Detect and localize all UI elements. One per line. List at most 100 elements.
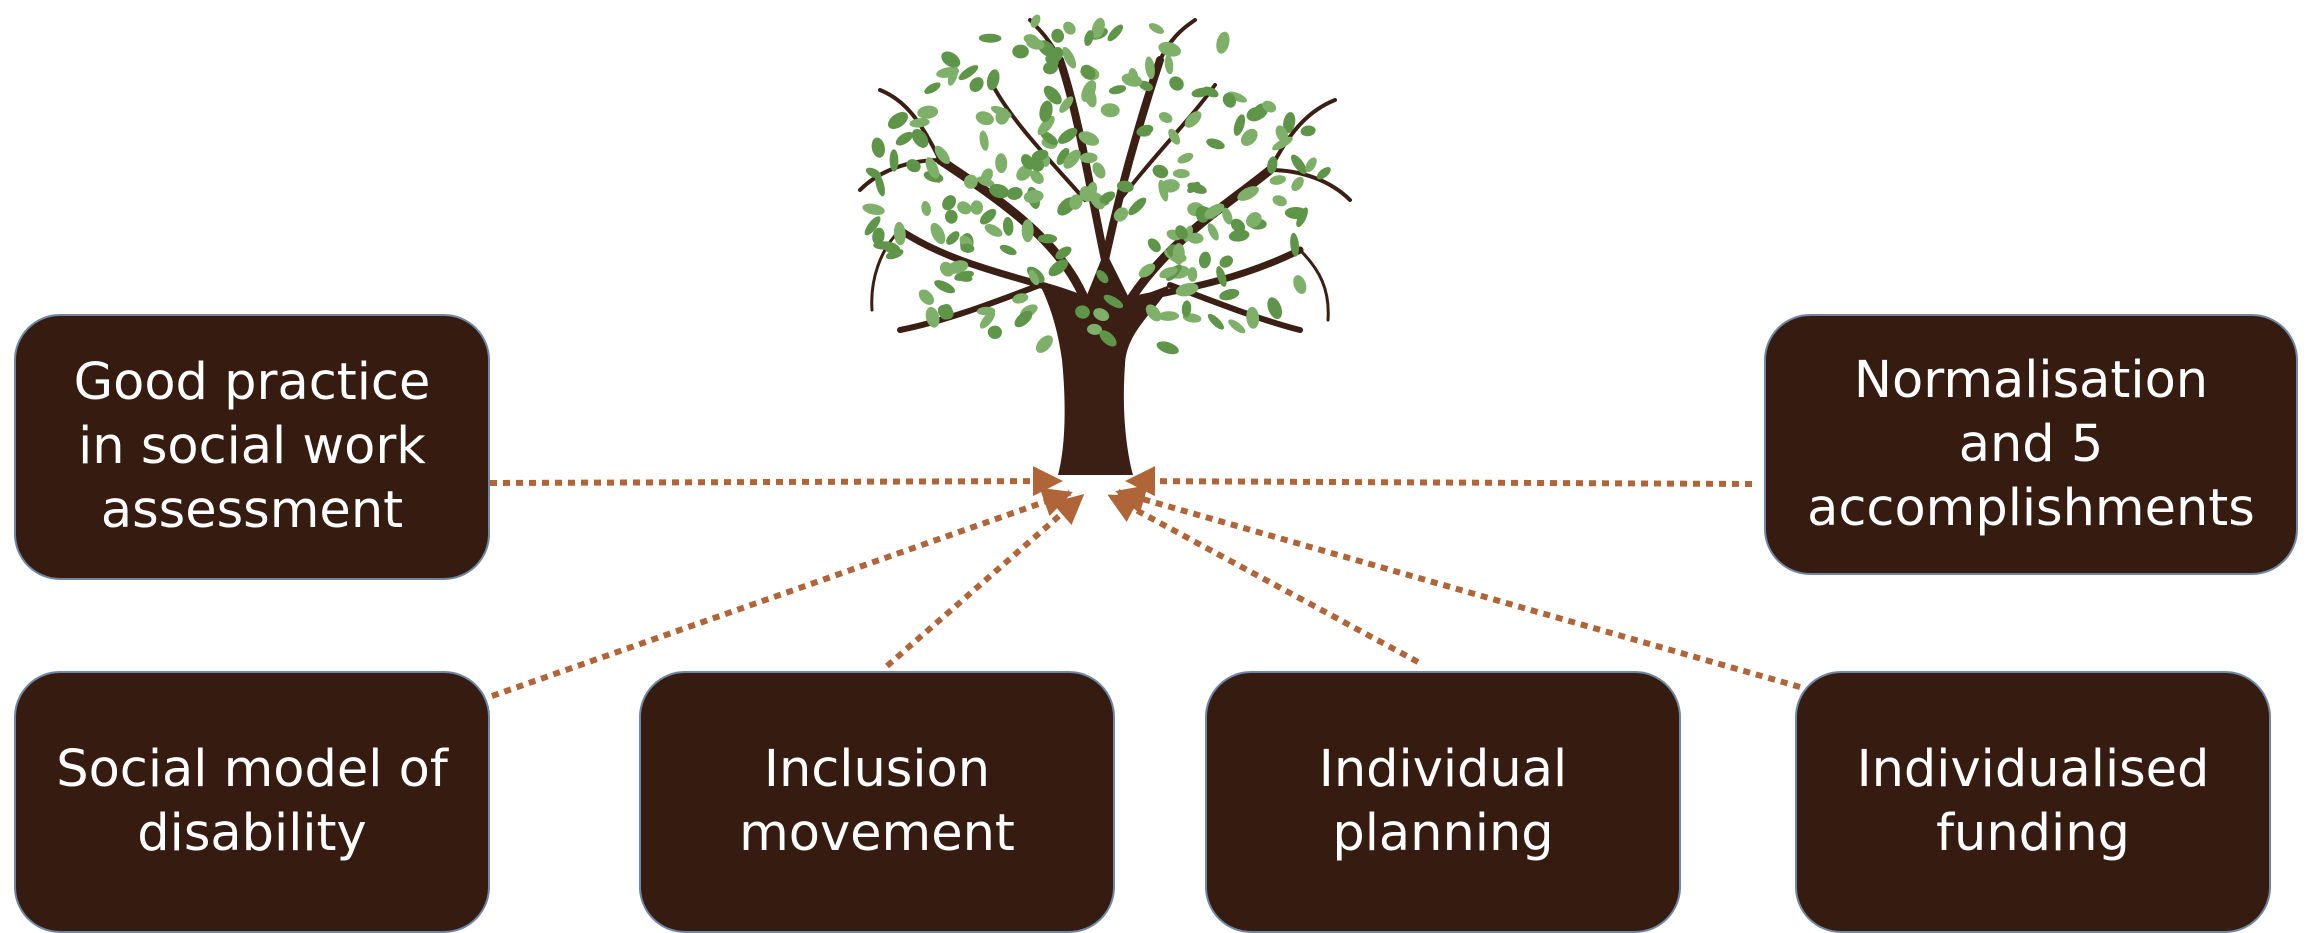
tree-branch [1125, 165, 1275, 305]
tree-leaf [1206, 138, 1225, 150]
connector-normalisation [1125, 466, 1753, 497]
tree-leaf [1216, 31, 1230, 54]
tree-leaf [1037, 115, 1055, 136]
tree-branch [1158, 18, 1197, 62]
tree-leaf [1246, 212, 1262, 228]
tree-leaf [1269, 175, 1286, 185]
tree-leaf [937, 304, 954, 320]
tree-leaf [1195, 205, 1210, 223]
tree-leaf [1021, 219, 1034, 243]
tree-leaf [1147, 238, 1161, 253]
tree-leaf [1207, 313, 1224, 330]
tree-leaf [1291, 176, 1304, 192]
tree-leaf [1037, 233, 1058, 244]
tree-leaf [911, 128, 929, 148]
tree-leaf [944, 209, 958, 224]
tree-leaf [960, 243, 975, 253]
tree-leaf [1296, 207, 1308, 228]
tree-leaf [1246, 306, 1260, 329]
node-social-model-label: Social model of disability [56, 740, 448, 863]
tree-leaf [1191, 87, 1211, 98]
tree-leaf [921, 200, 931, 217]
tree-leaf [924, 82, 941, 94]
tree-leaf [1175, 282, 1199, 297]
tree-leaf [871, 137, 885, 158]
tree-leaf [1014, 310, 1033, 328]
tree-leaf [1136, 124, 1154, 137]
connectors [489, 466, 1801, 699]
tree-leaf [1080, 64, 1096, 80]
tree-branch [878, 88, 942, 162]
node-normalisation-label: Normalisation and 5 accomplishments [1807, 350, 2255, 538]
tree-leaf [1291, 154, 1307, 175]
tree-leaf [963, 174, 978, 189]
tree-leaf [1128, 68, 1139, 84]
tree-leaf [925, 157, 940, 179]
tree-leaf [1138, 80, 1153, 92]
tree-leaf [1063, 21, 1076, 35]
tree-leaf [981, 168, 993, 183]
tree-leaf [1148, 23, 1164, 34]
tree-leaf [1159, 266, 1178, 279]
connector-good-practice [489, 466, 1063, 497]
tree-leaf [970, 200, 984, 215]
tree-leaf [1267, 156, 1278, 174]
tree-leaf [1275, 125, 1289, 143]
tree-leaf [1228, 319, 1246, 334]
tree-leaf [930, 222, 946, 245]
tree-leaf [1091, 17, 1105, 39]
tree-leaf [918, 289, 935, 305]
tree-leaf [1107, 24, 1124, 42]
connector-inclusion [885, 493, 1085, 669]
tree-leaf [1181, 300, 1192, 318]
tree-leaf [1021, 154, 1035, 170]
tree-leaf [979, 130, 989, 151]
tree-leaf [1030, 14, 1041, 28]
tree-branch [988, 78, 1087, 202]
tree-leaf [1080, 152, 1098, 164]
tree-leaf [1075, 305, 1090, 319]
tree-leaf [1158, 41, 1182, 57]
tree-leaf [1030, 170, 1044, 184]
tree-branch [1268, 168, 1352, 202]
tree-leaf [1078, 131, 1100, 146]
tree-leaf [969, 77, 984, 93]
tree-leaf [1157, 311, 1180, 321]
tree-leaf [1272, 136, 1293, 151]
tree-leaf [1169, 76, 1184, 91]
tree-branch [1101, 56, 1164, 264]
tree-leaf [1062, 46, 1077, 69]
tree-leaf [1051, 28, 1065, 43]
tree-leaf [906, 159, 921, 173]
tree-leaf [934, 145, 950, 165]
tree-leaf [889, 149, 899, 172]
tree-leaf [1145, 304, 1162, 322]
tree-leaf [1187, 182, 1207, 194]
tree-leaf [1055, 246, 1072, 260]
tree-branch [896, 226, 1089, 304]
node-social-model: Social model of disability [14, 671, 490, 933]
tree-leaf [1059, 96, 1074, 113]
tree-leaf [1084, 30, 1094, 47]
tree-leaf [957, 201, 972, 215]
tree-leaf [1230, 218, 1246, 233]
tree-leaf [1216, 266, 1227, 287]
tree-leaf [1175, 225, 1188, 240]
tree-leaf [1035, 335, 1053, 353]
tree-leaf [1083, 85, 1097, 108]
tree-branch [897, 282, 1043, 333]
node-inclusion: Inclusion movement [639, 671, 1115, 933]
tree-leaf [1187, 267, 1198, 282]
node-planning: Individual planning [1205, 671, 1681, 933]
connector-funding [1115, 485, 1801, 690]
tree-leaf [1093, 308, 1110, 322]
tree-leaf [887, 112, 909, 129]
tree-leaf [1240, 128, 1258, 146]
tree-leaf [917, 105, 939, 119]
tree-leaf [1012, 293, 1029, 304]
tree-leaf [895, 131, 913, 146]
tree-leaf [1283, 112, 1296, 134]
tree-leaf [1063, 149, 1081, 169]
node-funding: Individualised funding [1795, 671, 2271, 933]
tree-leaf [1158, 112, 1173, 123]
